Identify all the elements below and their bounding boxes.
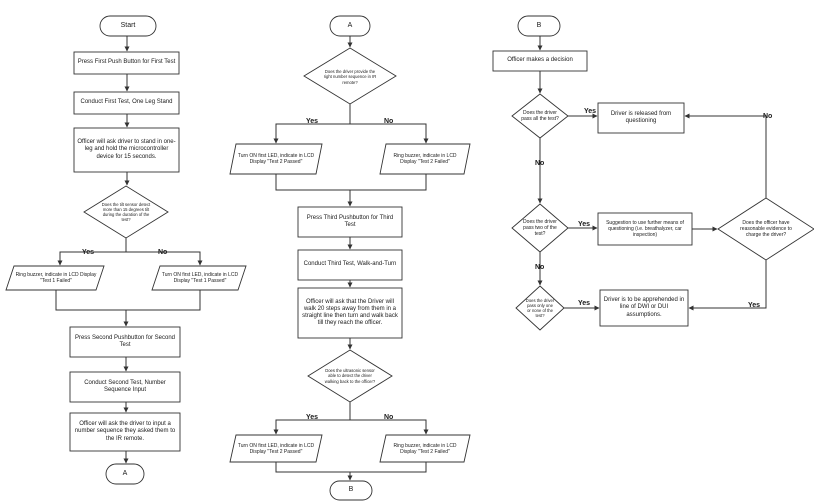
col3-released-box xyxy=(597,102,685,134)
col3-decision1-text: Does the driver pass all the test? xyxy=(521,110,559,122)
col1-out-yes-text: Ring buzzer, indicate in LCD Display "Te… xyxy=(15,272,97,284)
start-label: Start xyxy=(120,21,136,29)
col1-step3-box xyxy=(73,127,180,173)
col2-connector-a-label: A xyxy=(347,21,353,29)
start-terminator xyxy=(99,15,157,37)
col2-out-yes1-para xyxy=(229,143,323,175)
col2-step3-text: Officer will ask that the Driver will wa… xyxy=(302,298,398,327)
col2-out-no2-para xyxy=(379,434,471,463)
col3-shapes xyxy=(492,15,814,331)
col1-no-label: No xyxy=(158,249,168,256)
col2-decision2-text: Does the ultrasonic sensor able to detec… xyxy=(324,368,376,384)
col3-decision4-text: Does the driver pass only one or none of… xyxy=(525,297,555,319)
col1-step2-text: Conduct First Test, One Leg Stand xyxy=(80,99,173,106)
col3-released-text: Driver is released from questioning xyxy=(610,110,672,124)
col3-step1-text: Officer makes a decision xyxy=(507,57,573,64)
col3-apprehended-text: Driver is to be apprehended in line of D… xyxy=(603,297,685,318)
col1-decision-text: Does the tilt sensor detect more than 15… xyxy=(101,201,151,223)
col1-step1-text: Press First Push Button for First Test xyxy=(77,59,176,66)
col3-connectors xyxy=(537,36,767,311)
col1-step4-box xyxy=(69,326,181,358)
col3-yes2-label: Yes xyxy=(578,221,591,228)
col2-out-no1-para xyxy=(379,143,471,175)
col2-no1-label: No xyxy=(384,118,394,125)
col3-yes3-label: Yes xyxy=(748,302,761,309)
col3-decision3-text: Does the officer have reasonable evidenc… xyxy=(740,220,792,238)
col1-step6-text: Officer will ask the driver to input a n… xyxy=(74,421,176,442)
col2-yes1-label: Yes xyxy=(306,118,319,125)
col3-no1-label: No xyxy=(535,160,545,167)
col2-step2-text: Conduct Third Test, Walk-and-Turn xyxy=(303,261,397,268)
col1-shapes xyxy=(5,15,247,485)
col3-suggestion-box xyxy=(597,212,693,246)
col1-yes-label: Yes xyxy=(82,249,95,256)
col2-yes2-label: Yes xyxy=(306,414,319,421)
col2-step1-text: Press Third Pushbutton for Third Test xyxy=(306,214,394,228)
col2-no2-label: No xyxy=(384,414,394,421)
col1-step4-text: Press Second Pushbutton for Second Test xyxy=(74,334,176,348)
col1-step3-text: Officer will ask driver to stand in one-… xyxy=(77,139,176,160)
col2-step3-box xyxy=(297,287,403,339)
col2-out-no2-text: Ring buzzer, indicate in LCD Display "Te… xyxy=(393,442,457,455)
col3-decision2-text: Does the driver pass two of the test? xyxy=(523,219,557,237)
col3-yes1-label: Yes xyxy=(584,108,597,115)
col1-connector-a-label: A xyxy=(122,469,128,477)
col2-step2-box xyxy=(297,249,403,281)
col3-yes4-label: Yes xyxy=(578,300,591,307)
col3-no3-label: No xyxy=(763,113,773,120)
col3-suggestion-text: Suggestion to use further means of quest… xyxy=(606,220,684,238)
col3-connector-b-label: B xyxy=(536,21,542,29)
col2-connector-b-label: B xyxy=(348,486,354,494)
col1-step5-box xyxy=(69,371,181,403)
col1-step5-text: Conduct Second Test, Number Sequence Inp… xyxy=(84,379,166,393)
col1-connectors xyxy=(55,36,203,464)
col1-out-no-para xyxy=(151,265,247,291)
col2-step1-box xyxy=(297,206,403,238)
col2-connectors xyxy=(273,36,429,481)
col3-connector-b xyxy=(517,15,561,37)
col2-out-yes1-text: Turn ON first LED, indicate in LCD Displ… xyxy=(237,153,315,165)
col2-connector-b xyxy=(329,480,373,501)
col2-out-yes2-para xyxy=(229,434,323,463)
col2-shapes xyxy=(229,15,471,501)
col1-step6-box xyxy=(69,412,181,452)
col3-no2-label: No xyxy=(535,264,545,271)
col1-out-no-text: Turn ON first LED, indicate in LCD Displ… xyxy=(161,272,239,284)
col2-out-no1-text: Ring buzzer, indicate in LCD Display "Te… xyxy=(393,153,457,165)
col1-connector-a xyxy=(105,463,145,485)
col2-out-yes2-text: Turn ON first LED, indicate in LCD Displ… xyxy=(237,442,315,455)
col3-apprehended-box xyxy=(599,289,689,327)
col2-decision1-text: Does the driver provide the right number… xyxy=(323,69,377,85)
col3-decision4-diamond xyxy=(515,285,565,331)
col1-out-yes-para xyxy=(5,265,105,291)
